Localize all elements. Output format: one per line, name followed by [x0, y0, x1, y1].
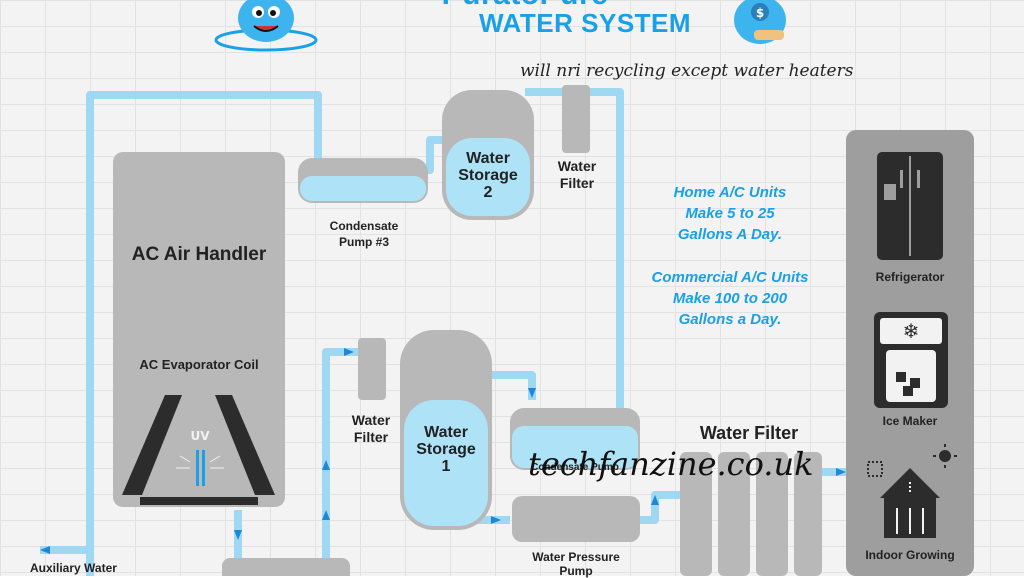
water-filter-mid-line1: Water — [351, 412, 391, 428]
water-pressure-pump-line1: Water Pressure — [532, 550, 620, 564]
water-storage-2-label: Water Storage 2 — [442, 150, 534, 201]
water-pressure-pump — [512, 496, 640, 542]
evaporator-coil-icon: UV — [122, 395, 275, 505]
ice-maker-icon: ❄ — [874, 312, 948, 408]
water-pressure-pump-label: Water Pressure Pump — [505, 550, 647, 578]
condensate-pump-3-label: Condensate Pump #3 — [300, 218, 428, 250]
commercial-ac-line1: Commercial A/C Units — [651, 269, 809, 286]
water-storage-2-line1: Water — [466, 150, 510, 167]
commercial-ac-line3: Gallons a Day. — [678, 311, 782, 328]
water-storage-1-label: Water Storage 1 — [400, 424, 492, 475]
lower-tank-partial — [222, 558, 350, 576]
auxiliary-water-label: Auxiliary Water — [30, 561, 117, 575]
ice-maker-label: Ice Maker — [882, 414, 938, 428]
watermark-text: techfanzine.co.uk — [528, 445, 814, 483]
commercial-ac-line2: Make 100 to 200 — [672, 290, 788, 307]
slogan-text: will nri recycling except water heaters — [520, 61, 854, 81]
water-filter-top-label: Water Filter — [542, 158, 612, 192]
water-storage-1-line1: Water — [424, 424, 468, 441]
water-drop-mascot-logo — [212, 0, 320, 52]
pipe-pump-to-filter — [640, 491, 690, 524]
condensate-pump-lower-label: Condensate Pump — [531, 462, 619, 473]
commercial-ac-info: Commercial A/C Units Make 100 to 200 Gal… — [620, 267, 840, 330]
condensate-pump-3-line2: Pump #3 — [338, 235, 389, 249]
water-storage-2-line3: 2 — [483, 184, 493, 201]
home-ac-info: Home A/C Units Make 5 to 25 Gallons A Da… — [625, 182, 835, 245]
water-filter-top-line1: Water — [557, 158, 597, 174]
water-system-title: WATER SYSTEM — [478, 8, 692, 38]
water-storage-1-water — [404, 400, 488, 526]
water-filter-top-cartridge — [562, 85, 590, 153]
pipe-storage1-to-pump — [490, 371, 536, 400]
water-filter-big-label: Water Filter — [699, 423, 799, 443]
home-ac-line1: Home A/C Units — [673, 184, 787, 201]
home-ac-line3: Gallons A Day. — [677, 226, 783, 243]
indoor-growing-icon — [867, 444, 957, 538]
condensate-pump-3-line1: Condensate — [329, 219, 399, 233]
pipes — [40, 88, 848, 576]
water-storage-2-water — [446, 138, 530, 216]
svg-text:❄: ❄ — [903, 319, 920, 343]
water-storage-1-line3: 1 — [441, 458, 451, 475]
condensate-pump-3-water — [300, 176, 426, 201]
water-filter-mid-label: Water Filter — [336, 412, 406, 446]
water-storage-2-line2: Storage — [458, 167, 518, 184]
refrigerator-label: Refrigerator — [875, 270, 945, 284]
ac-evaporator-coil-label: AC Evaporator Coil — [139, 357, 259, 372]
ac-air-handler-label: AC Air Handler — [131, 244, 267, 265]
water-filter-mid-cartridge — [358, 338, 386, 400]
svg-text:$: $ — [756, 6, 764, 20]
pipe-storage2-top — [525, 88, 624, 425]
pipe-top-loop — [86, 91, 322, 576]
brand-title: PuratoPure — [330, 0, 720, 10]
money-drop-logo: $ — [728, 0, 792, 46]
water-filter-mid-line2: Filter — [353, 429, 389, 445]
water-filter-top-line2: Filter — [559, 175, 595, 191]
indoor-growing-label: Indoor Growing — [865, 548, 955, 562]
water-filter-cartridges — [680, 452, 822, 576]
water-storage-1-line2: Storage — [416, 441, 476, 458]
condensate-pump-lower-water — [512, 426, 638, 468]
svg-text:UV: UV — [190, 429, 210, 443]
refrigerator-icon — [877, 152, 943, 260]
water-pressure-pump-line2: Pump — [559, 564, 593, 578]
flow-arrows — [40, 348, 846, 554]
home-ac-line2: Make 5 to 25 — [685, 205, 775, 222]
pipe-up-to-filter — [322, 348, 362, 576]
